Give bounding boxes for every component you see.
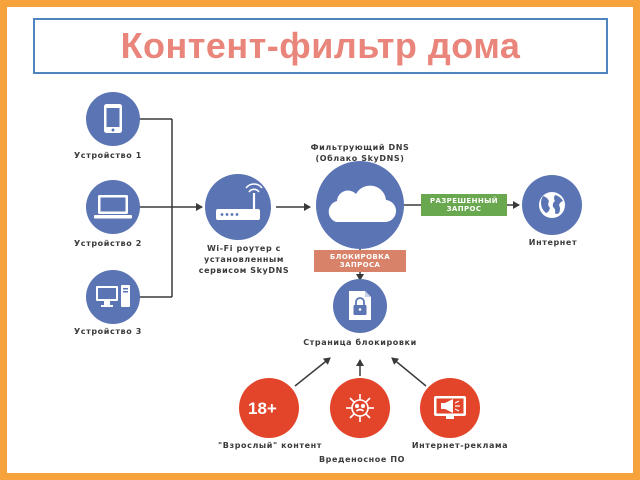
virus-icon bbox=[346, 394, 374, 422]
cloud-icon bbox=[328, 185, 397, 223]
laptop-icon bbox=[94, 195, 132, 219]
router-node bbox=[205, 174, 271, 240]
allowed-request-tag: РАЗРЕШЕННЫЙ ЗАПРОС bbox=[421, 194, 507, 216]
wifi-router-icon bbox=[216, 183, 263, 220]
dns-label: Фильтрующий DNS (Облако SkyDNS) bbox=[311, 142, 410, 164]
threat-adult-label: "Взрослый" контент bbox=[217, 441, 323, 450]
malware-circle bbox=[330, 378, 390, 438]
threat-ads-node bbox=[420, 378, 480, 438]
ads-to-page-arrow bbox=[391, 357, 427, 387]
device-2-node bbox=[86, 180, 140, 234]
title-banner: Контент-фильтр дома bbox=[33, 18, 608, 74]
device-1-label: Устройство 1 bbox=[74, 151, 142, 160]
dns-label-line-1: Фильтрующий DNS bbox=[310, 143, 410, 152]
blocked-request-line-2: ЗАПРОСА bbox=[339, 261, 381, 269]
page-title: Контент-фильтр дома bbox=[120, 25, 521, 66]
globe-icon bbox=[539, 192, 565, 218]
connectors bbox=[137, 118, 520, 387]
adult-to-page-arrow bbox=[294, 357, 331, 387]
locked-page-icon bbox=[349, 291, 371, 320]
device-1-node bbox=[86, 92, 140, 146]
threat-malware-label: Вреденосное ПО bbox=[318, 455, 406, 464]
device-2-label: Устройство 2 bbox=[74, 239, 142, 248]
threat-adult-node bbox=[239, 378, 299, 438]
allowed-request-line-2: ЗАПРОС bbox=[446, 205, 482, 213]
device-3-label: Устройство 3 bbox=[74, 327, 142, 336]
router-circle bbox=[205, 174, 271, 240]
block-page-node bbox=[333, 279, 387, 333]
desktop-computer-icon bbox=[96, 285, 130, 307]
adult-content-circle bbox=[239, 378, 299, 438]
block-page-label: Страница блокировки bbox=[303, 338, 417, 347]
router-label: Wi-Fi роутер с установленным сервисом Sk… bbox=[199, 243, 290, 276]
adult-content-icon: 18+ bbox=[248, 399, 277, 418]
smartphone-icon bbox=[104, 104, 122, 133]
threat-malware-node bbox=[330, 378, 390, 438]
device-3-node bbox=[86, 270, 140, 324]
internet-node bbox=[522, 175, 582, 235]
router-label-line-2: установленным bbox=[204, 255, 284, 264]
megaphone-ad-icon bbox=[434, 396, 466, 419]
blocked-request-line-1: БЛОКИРОВКА bbox=[329, 253, 391, 261]
dns-node bbox=[316, 161, 404, 249]
internet-label: Интернет bbox=[528, 238, 578, 247]
blocked-request-tag: БЛОКИРОВКА ЗАПРОСА bbox=[314, 250, 406, 272]
threat-ads-label: Интернет-реклама bbox=[411, 441, 509, 450]
router-label-line-3: сервисом SkyDNS bbox=[198, 266, 290, 275]
dns-label-line-2: (Облако SkyDNS) bbox=[315, 154, 405, 163]
allowed-request-line-1: РАЗРЕШЕННЫЙ bbox=[429, 197, 499, 205]
router-label-line-1: Wi-Fi роутер с bbox=[206, 244, 282, 253]
